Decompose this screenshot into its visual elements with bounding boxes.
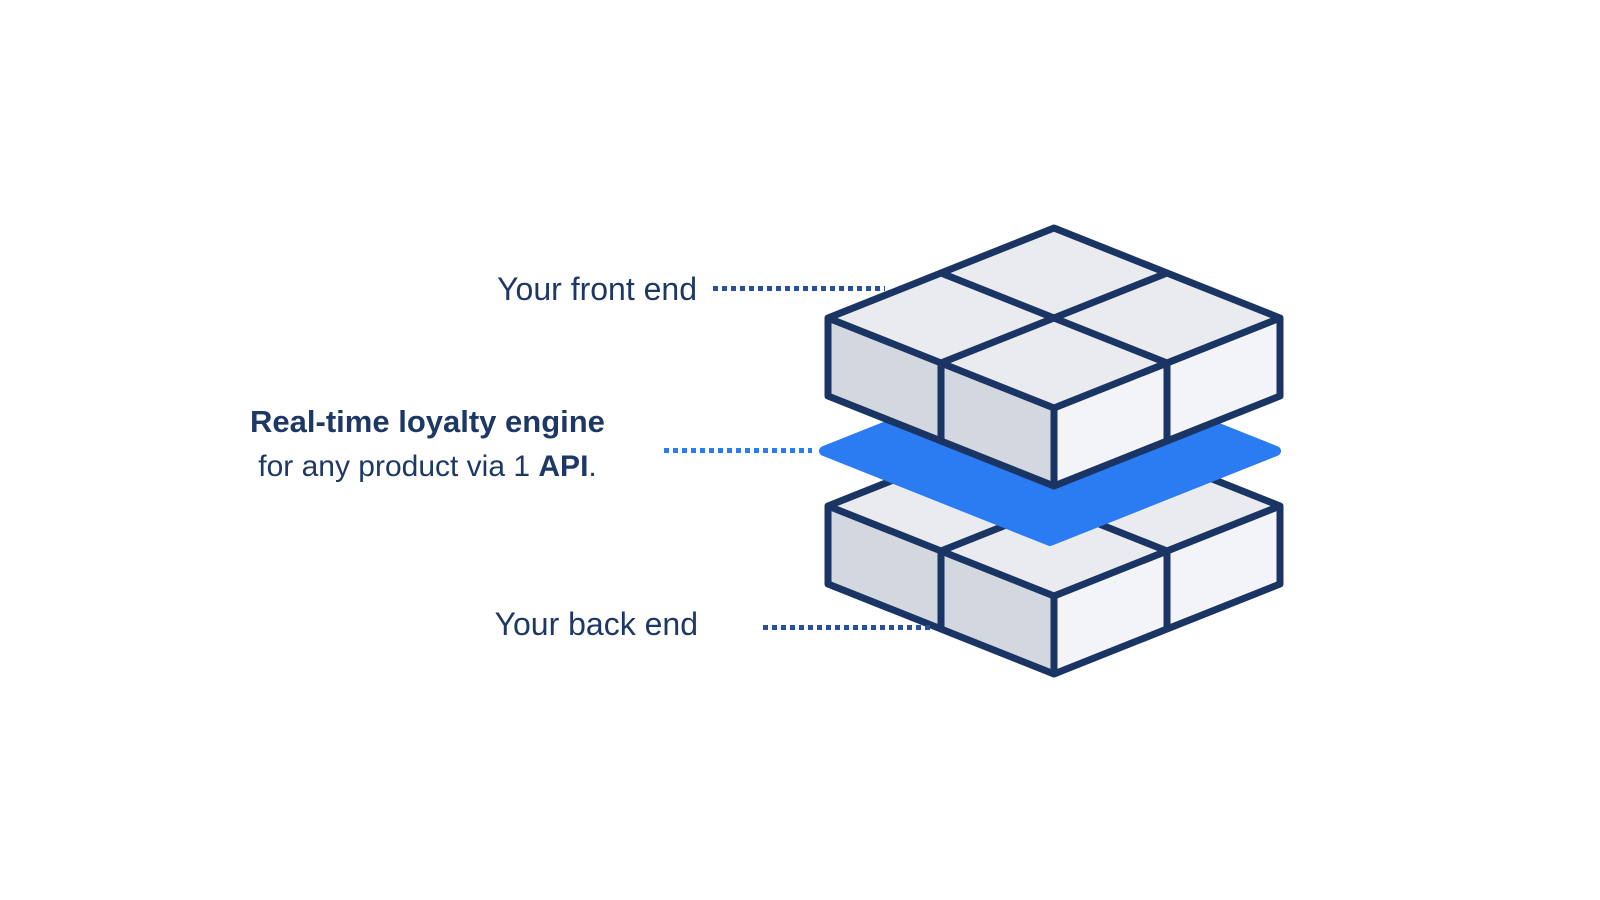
front-end-label: Your front end	[497, 271, 697, 307]
back-end-leader-line	[763, 625, 933, 630]
loyalty-engine-subtitle-api: API	[538, 450, 589, 483]
loyalty-engine-caption: Real-time loyalty engine for any product…	[180, 400, 675, 490]
front-end-leader-line	[713, 286, 885, 291]
loyalty-engine-subtitle: for any product via 1 API.	[180, 444, 675, 490]
loyalty-engine-subtitle-text: for any product via 1	[258, 450, 539, 483]
front-end-layer	[824, 224, 1284, 490]
loyalty-engine-title: Real-time loyalty engine	[250, 404, 605, 439]
loyalty-engine-leader-line	[664, 448, 812, 453]
back-end-label: Your back end	[494, 606, 698, 642]
loyalty-engine-subtitle-period: .	[588, 450, 597, 483]
front-end-block-edges	[824, 224, 1284, 490]
